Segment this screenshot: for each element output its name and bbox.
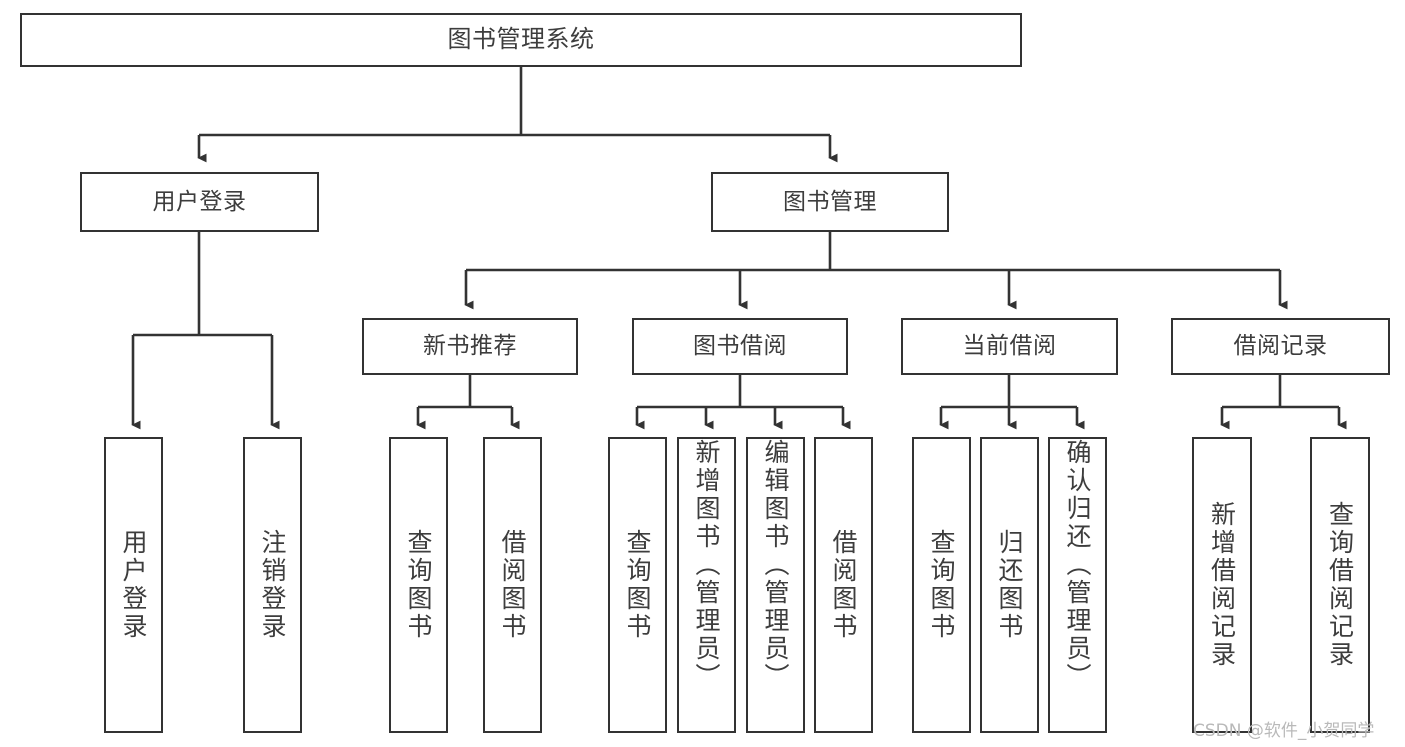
leaf-record-query-record[interactable]: 查询借阅记录 [1310, 437, 1370, 733]
node-label: 确认归还（管理员） [1063, 439, 1092, 691]
leaf-borrow-add-book-admin[interactable]: 新增图书（管理员） [677, 437, 736, 733]
node-label: 借阅图书 [498, 529, 527, 641]
node-label: 查询图书 [404, 529, 433, 641]
leaf-user-login-login[interactable]: 用户登录 [104, 437, 163, 733]
leaf-borrow-query-books[interactable]: 查询图书 [608, 437, 667, 733]
node-borrow-record[interactable]: 借阅记录 [1171, 318, 1390, 375]
leaf-record-add-record[interactable]: 新增借阅记录 [1192, 437, 1252, 733]
node-label: 新增借阅记录 [1207, 501, 1237, 669]
node-new-book-recommend[interactable]: 新书推荐 [362, 318, 578, 375]
node-book-borrow[interactable]: 图书借阅 [632, 318, 848, 375]
node-label: 借阅图书 [829, 529, 858, 641]
leaf-borrow-edit-book-admin[interactable]: 编辑图书（管理员） [746, 437, 805, 733]
node-label: 图书管理系统 [447, 25, 595, 54]
leaf-borrow-borrow-books[interactable]: 借阅图书 [814, 437, 873, 733]
leaf-user-login-logout[interactable]: 注销登录 [243, 437, 302, 733]
node-label: 归还图书 [995, 529, 1024, 641]
node-root-library-system[interactable]: 图书管理系统 [20, 13, 1022, 67]
node-user-login[interactable]: 用户登录 [80, 172, 319, 232]
leaf-current-confirm-return-admin[interactable]: 确认归还（管理员） [1048, 437, 1107, 733]
node-label: 用户登录 [152, 188, 247, 215]
node-label: 编辑图书（管理员） [761, 439, 790, 691]
leaf-recommend-query-books[interactable]: 查询图书 [389, 437, 448, 733]
node-current-borrow[interactable]: 当前借阅 [901, 318, 1118, 375]
node-label: 借阅记录 [1233, 333, 1328, 360]
node-label: 注销登录 [258, 529, 287, 641]
node-label: 当前借阅 [962, 333, 1057, 360]
node-label: 图书借阅 [693, 333, 787, 360]
csdn-watermark: CSDN @软件_小贺同学 [1193, 721, 1375, 741]
node-label: 查询图书 [623, 529, 652, 641]
node-label: 查询图书 [927, 529, 956, 641]
leaf-current-return-books[interactable]: 归还图书 [980, 437, 1039, 733]
leaf-recommend-borrow-books[interactable]: 借阅图书 [483, 437, 542, 733]
node-book-management[interactable]: 图书管理 [711, 172, 949, 232]
leaf-current-query-books[interactable]: 查询图书 [912, 437, 971, 733]
node-label: 查询借阅记录 [1325, 501, 1355, 669]
node-label: 新增图书（管理员） [692, 439, 721, 691]
node-label: 新书推荐 [423, 333, 517, 360]
node-label: 用户登录 [119, 529, 148, 641]
node-label: 图书管理 [783, 188, 877, 215]
